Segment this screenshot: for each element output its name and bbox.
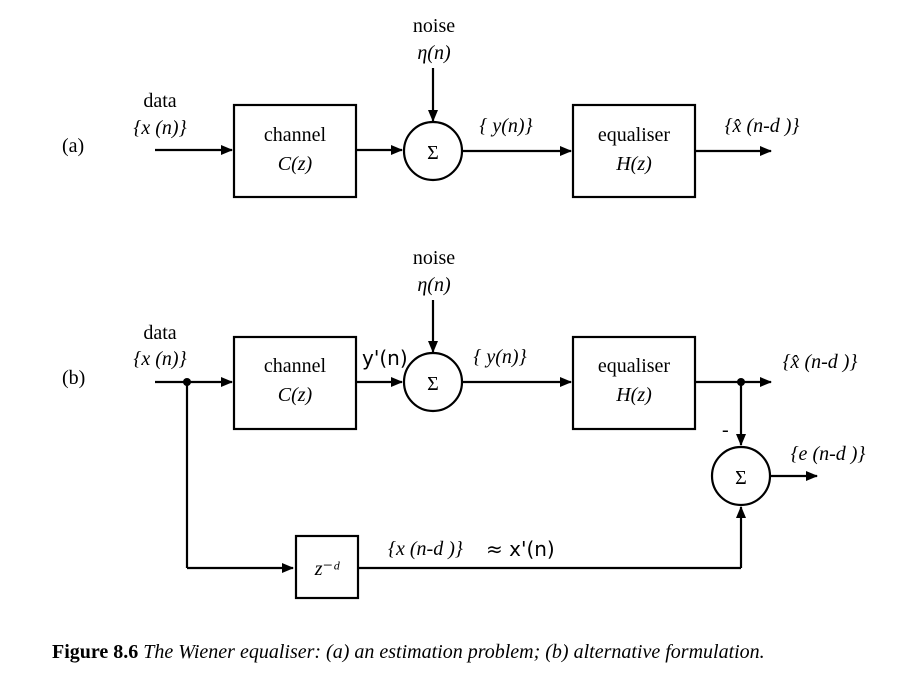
channel-title-b: channel (264, 355, 327, 377)
channel-tf-a: C(z) (278, 153, 313, 175)
sum-symbol-b: Σ (427, 373, 439, 395)
panel-label-b: (b) (62, 367, 85, 389)
noise-label-b: noise (413, 247, 455, 269)
noise-signal-b: η(n) (417, 274, 451, 296)
channel-block-b (232, 335, 358, 431)
error-signal-b: {e (n-d )} (791, 443, 866, 465)
delay-label-b: z⁻ᵈ (314, 558, 340, 580)
input-label-a: data (143, 90, 176, 112)
delay-signal-b: {x (n-d )} (388, 538, 463, 560)
mid-signal-a: { y(n)} (479, 115, 532, 137)
output-signal-b: {x̂ (n-d )} (783, 351, 858, 373)
panel-label-a: (a) (62, 135, 84, 157)
error-sum-symbol-b: Σ (735, 467, 747, 489)
minus-sign-b: - (722, 419, 729, 441)
channel-tf-b: C(z) (278, 384, 313, 406)
sum-symbol-a: Σ (427, 142, 439, 164)
input-label-b: data (143, 322, 176, 344)
channel-title-a: channel (264, 124, 327, 146)
input-signal-b: {x (n)} (133, 348, 186, 370)
input-signal-a: {x (n)} (133, 117, 186, 139)
equaliser-title-a: equaliser (598, 124, 671, 146)
figure-caption: Figure 8.6 The Wiener equaliser: (a) an … (52, 641, 892, 664)
delay-block-b (294, 534, 360, 600)
noise-signal-a: η(n) (417, 42, 451, 64)
noise-label-a: noise (413, 15, 455, 37)
mid-signal-b: { y(n)} (473, 346, 526, 368)
equaliser-tf-a: H(z) (615, 153, 652, 175)
channel-block-a (232, 103, 358, 199)
diagram-b: (b) data {x (n)} channel C(z) y'(n) nois… (62, 247, 866, 600)
caption-lead: Figure 8.6 (52, 641, 139, 663)
equaliser-block-b (571, 335, 697, 431)
handwritten-channel-out-b: y'(n) (362, 346, 408, 370)
output-signal-a: {x̂ (n-d )} (725, 115, 800, 137)
caption-text: The Wiener equaliser: (a) an estimation … (138, 641, 765, 663)
equaliser-tf-b: H(z) (615, 384, 652, 406)
diagram-a: (a) data {x (n)} channel C(z) noise η(n)… (62, 15, 800, 199)
equaliser-title-b: equaliser (598, 355, 671, 377)
handwritten-delay-note-b: ≈ x'(n) (486, 537, 555, 561)
equaliser-block-a (571, 103, 697, 199)
